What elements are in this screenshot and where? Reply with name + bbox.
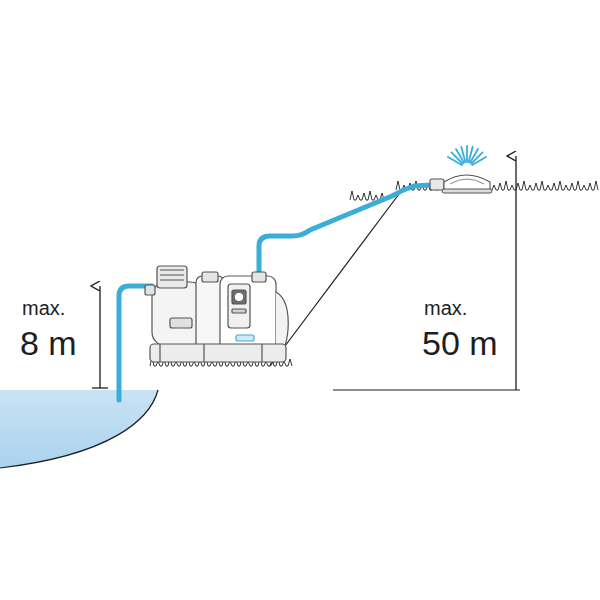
height-tick [92,387,108,388]
height-arrow [515,156,516,390]
dimension-label: max. [424,298,467,318]
sprinkler [430,146,492,193]
suction-hose [119,286,152,400]
bank-line [0,390,158,468]
height-arrow [99,286,100,388]
dimension-label: 8 m [20,326,77,360]
water [0,390,158,468]
dimension-label: max. [22,298,65,318]
pressure-hose [259,185,432,272]
grass-tuft [350,191,384,200]
water-spray [472,157,486,165]
grass [150,181,598,366]
base-line [333,389,520,390]
garden-pump [145,266,288,362]
slope-line [270,190,402,366]
water-spray [466,146,468,162]
water-spray [461,147,465,162]
dimension-label: 50 m [422,326,498,360]
